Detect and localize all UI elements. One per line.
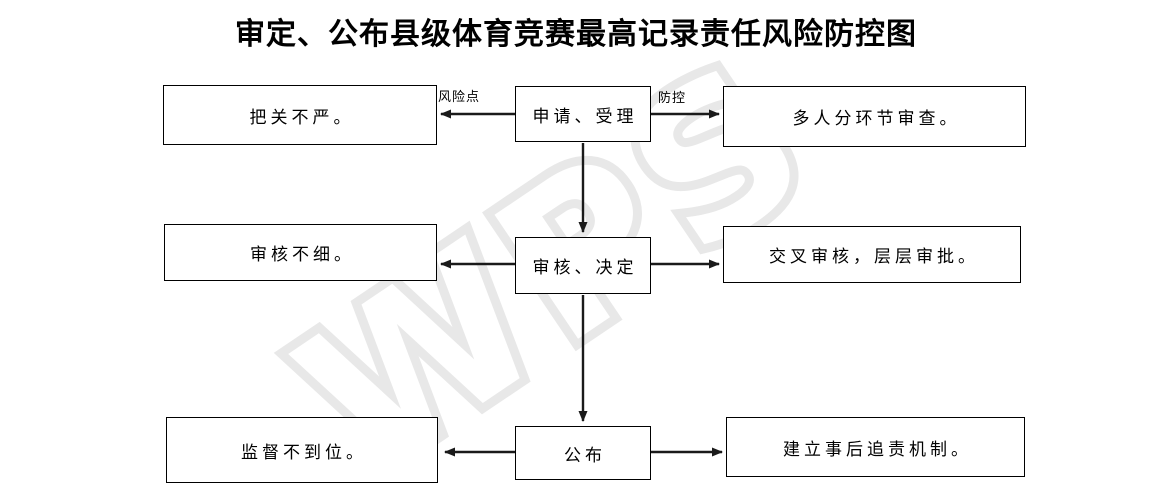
risk-box-3: 监督不到位。 [166, 417, 438, 483]
step-box-apply-accept: 申请、受理 [515, 86, 651, 142]
risk-box-2: 审核不细。 [164, 224, 437, 281]
risk-box-1: 把关不严。 [163, 85, 437, 145]
risk-point-label: 风险点 [438, 89, 481, 104]
control-box-1: 多人分环节审查。 [723, 86, 1026, 147]
step-box-publish: 公布 [515, 426, 651, 480]
control-label: 防控 [658, 90, 687, 105]
control-box-2: 交叉审核，层层审批。 [723, 226, 1021, 283]
step-box-review-decide: 审核、决定 [515, 237, 651, 294]
page-title: 审定、公布县级体育竞赛最高记录责任风险防控图 [235, 18, 917, 51]
control-box-3: 建立事后追责机制。 [726, 417, 1025, 477]
